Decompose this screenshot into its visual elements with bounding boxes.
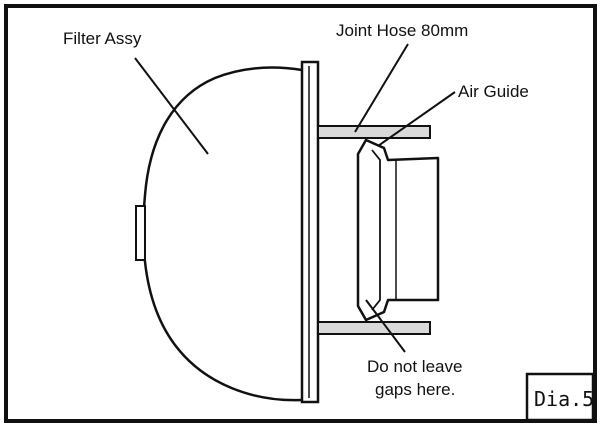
leader-gap-note (365, 299, 406, 353)
figure-tag: Dia.5 (534, 387, 594, 411)
leader-joint-hose (354, 43, 409, 133)
label-air-guide: Air Guide (458, 82, 529, 101)
air-guide-inner-contour (371, 149, 381, 311)
figure-tag-box (525, 372, 595, 422)
air-guide-body (356, 138, 440, 322)
label-filter-assy: Filter Assy (63, 29, 142, 48)
joint-hose-bottom-wall (317, 321, 431, 335)
joint-hose-top-wall (317, 125, 431, 139)
label-joint-hose: Joint Hose 80mm (336, 21, 468, 40)
leader-filter-assy (134, 57, 209, 155)
filter-flange (300, 60, 320, 404)
label-gap-note-line1: Do not leave (367, 357, 462, 376)
leader-air-guide (377, 91, 456, 147)
label-gap-note-line2: gaps here. (375, 380, 455, 399)
outer-border (4, 4, 597, 423)
filter-side-tab (135, 205, 146, 261)
filter-dome (142, 66, 303, 402)
